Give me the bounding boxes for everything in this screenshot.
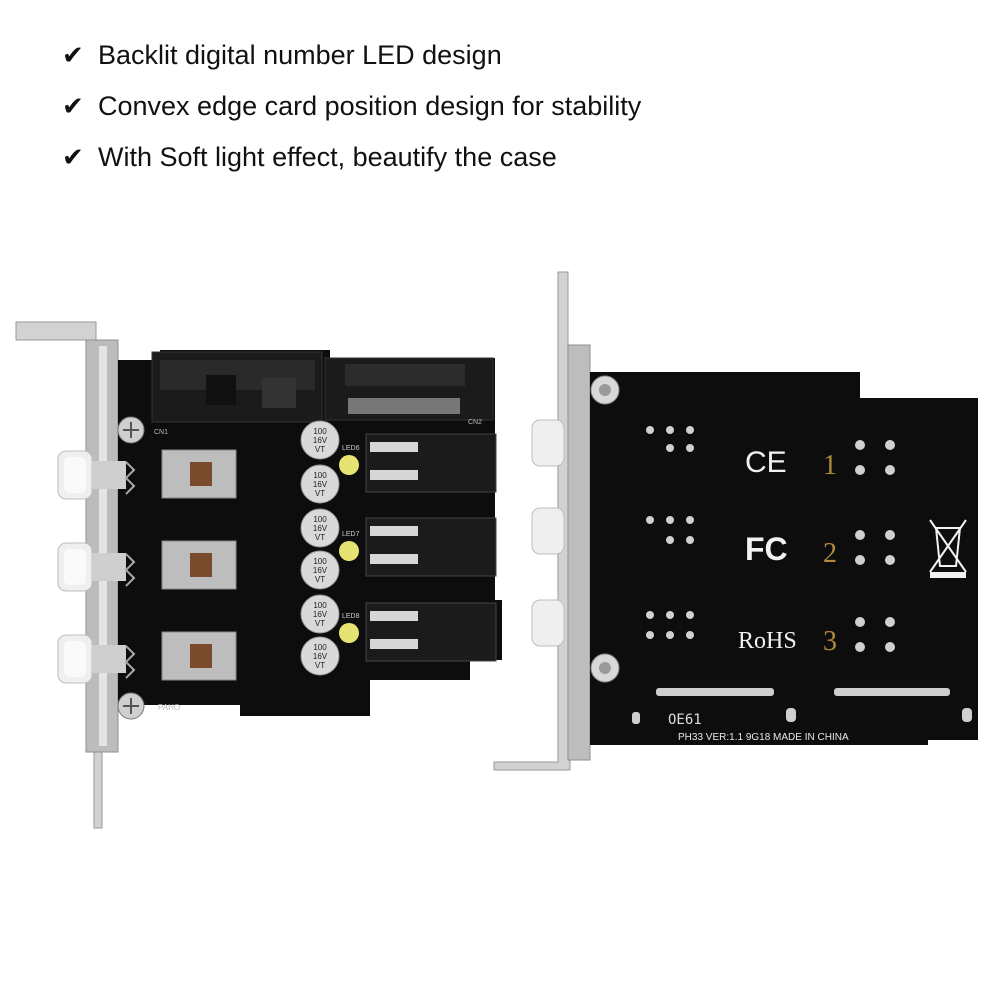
edge-pads	[632, 688, 972, 724]
svg-text:16V: 16V	[313, 610, 328, 619]
back-bracket	[493, 271, 591, 771]
feature-text: Convex edge card position design for sta…	[98, 91, 642, 121]
led-label: LED8	[342, 613, 360, 620]
checkmark-icon: ✔	[62, 142, 84, 173]
solder-pads	[646, 426, 895, 652]
back-card: CE FC RoHS 1 2 3 OE61 PH33 VER:1.1 9G18 …	[493, 271, 978, 771]
screw-icon	[590, 653, 620, 683]
weee-icon	[929, 519, 967, 578]
svg-text:16V: 16V	[313, 480, 328, 489]
checkmark-icon: ✔	[62, 91, 84, 122]
molex-connector	[151, 351, 323, 423]
front-bracket	[15, 321, 119, 829]
feature-item: ✔ With Soft light effect, beautify the c…	[62, 132, 641, 183]
svg-text:100: 100	[313, 515, 327, 524]
sata-connector	[324, 357, 494, 421]
back-pcb	[590, 372, 978, 745]
ce-logo: CE	[745, 446, 787, 479]
svg-text:100: 100	[313, 557, 327, 566]
svg-text:100: 100	[313, 427, 327, 436]
feature-text: Backlit digital number LED design	[98, 40, 502, 70]
cn1-label: CN1	[154, 429, 168, 436]
svg-text:100: 100	[313, 471, 327, 480]
capacitor: 100 16V VT	[300, 508, 340, 548]
led-label: LED6	[342, 445, 360, 452]
channel-number: 1	[823, 450, 837, 481]
spring	[124, 461, 136, 679]
led-label: LED7	[342, 531, 360, 538]
cn2-label: CN2	[468, 419, 482, 426]
svg-text:16V: 16V	[313, 652, 328, 661]
channel-number: 2	[823, 538, 837, 569]
svg-text:100: 100	[313, 601, 327, 610]
screw-icon	[117, 692, 145, 720]
channel-number: 3	[823, 626, 837, 657]
brand-label: PAHO	[158, 703, 180, 712]
svg-text:VT: VT	[315, 533, 325, 542]
svg-text:VT: VT	[315, 489, 325, 498]
switch	[161, 449, 237, 681]
date-code: OE61	[668, 712, 702, 728]
front-button-2	[57, 542, 126, 592]
screw-icon	[117, 416, 145, 444]
front-button-3	[57, 634, 126, 684]
fc-logo: FC	[745, 531, 788, 567]
svg-text:16V: 16V	[313, 436, 328, 445]
feature-text: With Soft light effect, beautify the cas…	[98, 142, 557, 172]
feature-item: ✔ Backlit digital number LED design	[62, 30, 641, 81]
footer-text: PH33 VER:1.1 9G18 MADE IN CHINA	[678, 732, 849, 743]
svg-text:16V: 16V	[313, 566, 328, 575]
feature-list: ✔ Backlit digital number LED design ✔ Co…	[62, 30, 641, 183]
fan-header	[365, 433, 497, 662]
front-button-1	[57, 450, 126, 500]
checkmark-icon: ✔	[62, 40, 84, 71]
led	[339, 455, 359, 643]
screw-icon	[590, 375, 620, 405]
capacitor: 100 16V VT	[300, 636, 340, 676]
svg-text:100: 100	[313, 643, 327, 652]
capacitor: 100 16V VT	[300, 550, 340, 590]
capacitor: 100 16V VT	[300, 464, 340, 504]
svg-text:VT: VT	[315, 661, 325, 670]
svg-text:VT: VT	[315, 619, 325, 628]
svg-text:16V: 16V	[313, 524, 328, 533]
capacitor: 100 16V VT	[300, 420, 340, 460]
back-button	[531, 419, 565, 647]
front-card: CN1 CN2	[15, 321, 502, 829]
svg-text:VT: VT	[315, 445, 325, 454]
rohs-logo: RoHS	[738, 628, 797, 654]
capacitor: 100 16V VT	[300, 594, 340, 634]
feature-item: ✔ Convex edge card position design for s…	[62, 81, 641, 132]
svg-text:VT: VT	[315, 575, 325, 584]
